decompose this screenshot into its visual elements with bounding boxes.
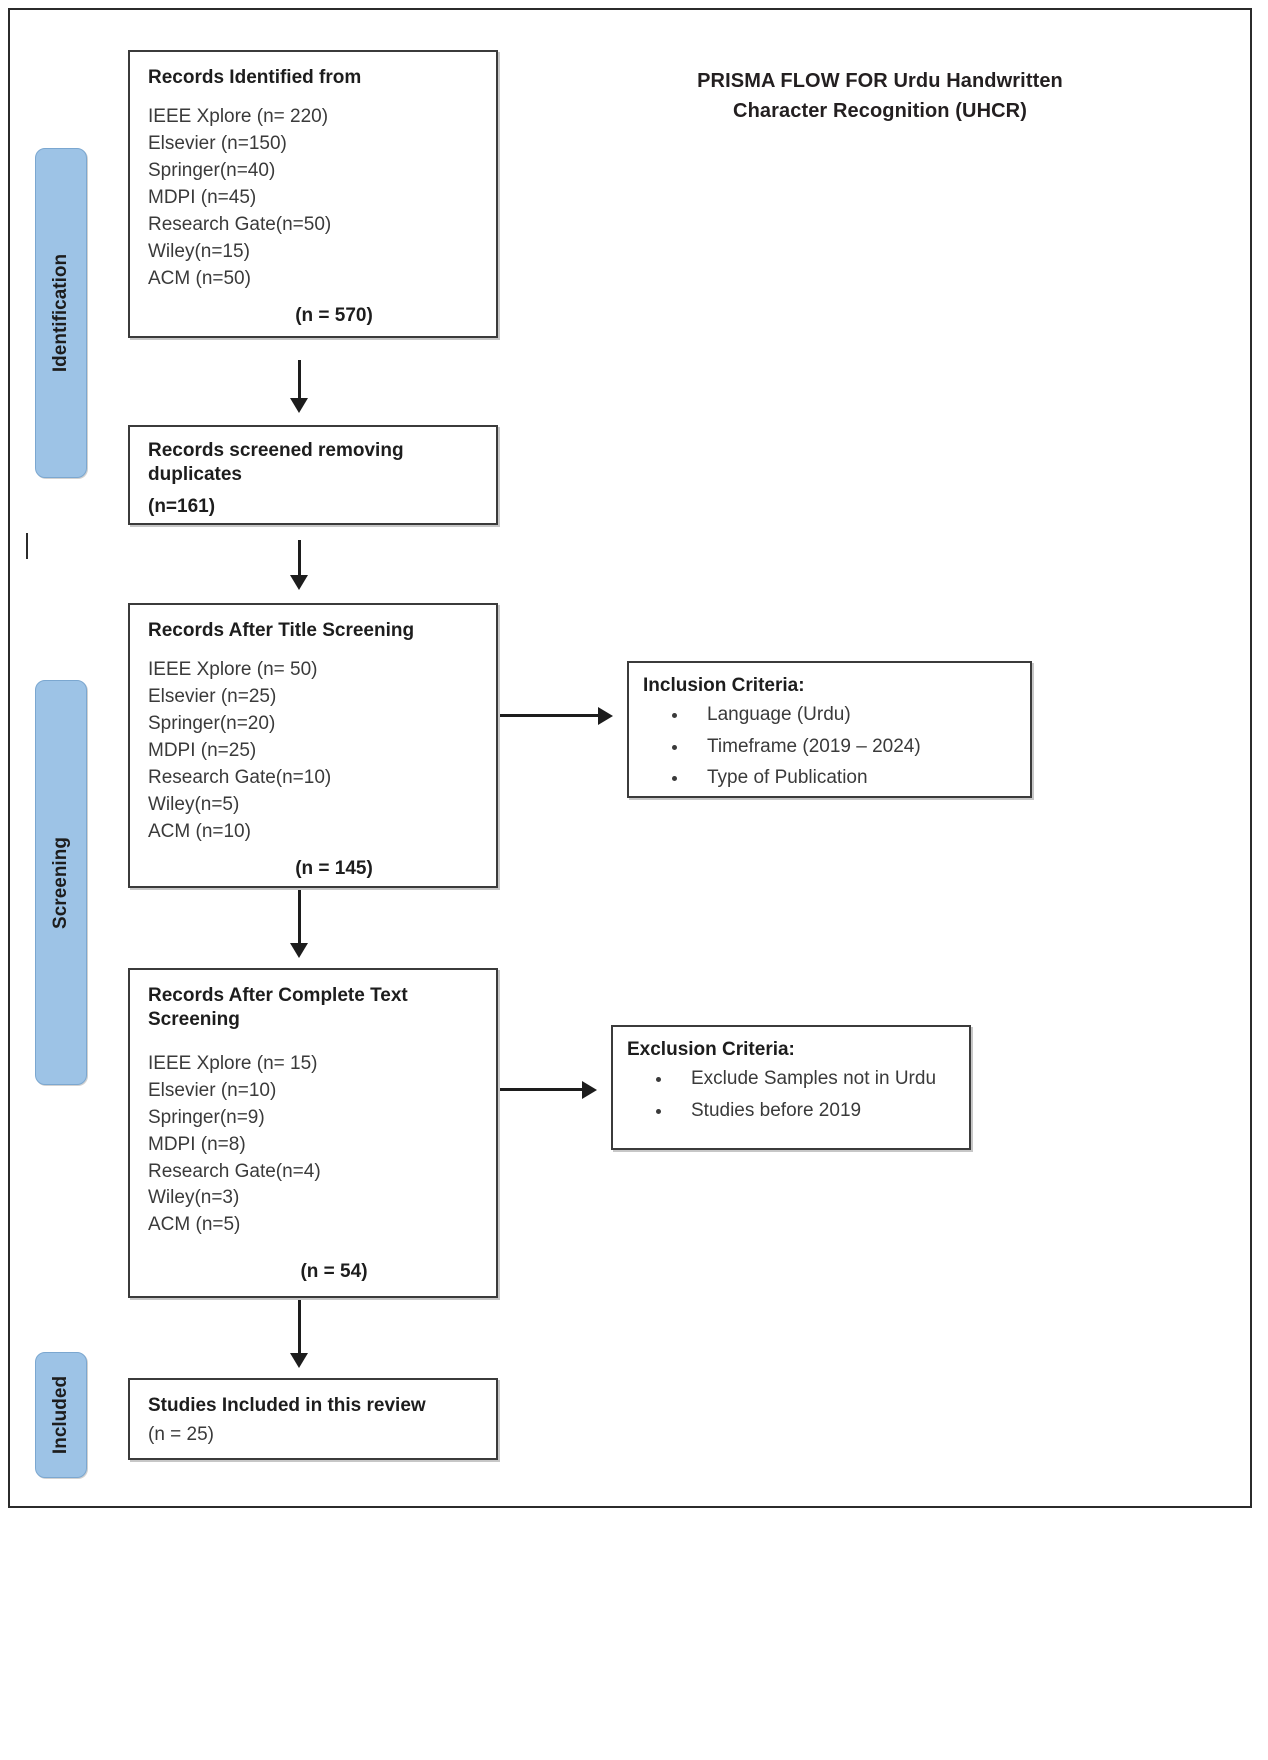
arrow-down-icon bbox=[290, 1353, 308, 1368]
connector-line-title-screening-to-inclusion bbox=[500, 714, 600, 717]
list-item: ACM (n=50) bbox=[148, 268, 251, 290]
page-border bbox=[8, 8, 1252, 1508]
list-item: Exclude Samples not in Urdu bbox=[673, 1065, 959, 1093]
duplicates-total: (n=161) bbox=[148, 495, 216, 517]
inclusion-criteria-list: Language (Urdu) Timeframe (2019 – 2024) … bbox=[643, 701, 1020, 792]
list-item: Type of Publication bbox=[689, 764, 1020, 792]
phase-tab-included: Included bbox=[35, 1352, 87, 1478]
connector-line-identification-to-duplicates bbox=[298, 360, 301, 402]
list-item: Elsevier (n=25) bbox=[148, 686, 277, 708]
box-records-after-fulltext-screening: Records After Complete Text Screening IE… bbox=[128, 968, 498, 1298]
box-records-identified: Records Identified from IEEE Xplore (n= … bbox=[128, 50, 498, 338]
list-item: Wiley(n=5) bbox=[148, 794, 240, 816]
exclusion-criteria-heading: Exclusion Criteria: bbox=[627, 1039, 795, 1060]
list-item: Elsevier (n=150) bbox=[148, 133, 287, 155]
arrow-down-icon bbox=[290, 943, 308, 958]
list-item: Research Gate(n=50) bbox=[148, 214, 332, 236]
list-item: Wiley(n=3) bbox=[148, 1187, 240, 1209]
arrow-down-icon bbox=[290, 575, 308, 590]
box-records-screened-duplicates: Records screened removing duplicates (n=… bbox=[128, 425, 498, 525]
exclusion-criteria-list: Exclude Samples not in Urdu Studies befo… bbox=[627, 1065, 959, 1124]
list-item: IEEE Xplore (n= 50) bbox=[148, 659, 318, 681]
list-item: Elsevier (n=10) bbox=[148, 1079, 277, 1101]
page-title-line-1: PRISMA FLOW FOR Urdu Handwritten bbox=[697, 70, 1063, 92]
page-title: PRISMA FLOW FOR Urdu Handwritten Charact… bbox=[600, 66, 1160, 126]
list-item: Springer(n=40) bbox=[148, 160, 276, 182]
list-item: MDPI (n=45) bbox=[148, 187, 257, 209]
stray-tick-mark bbox=[26, 533, 28, 559]
list-item: Research Gate(n=10) bbox=[148, 767, 332, 789]
connector-line-title-to-fulltext-screening bbox=[298, 890, 301, 948]
connector-line-fulltext-to-included bbox=[298, 1300, 301, 1360]
list-item: Springer(n=20) bbox=[148, 713, 276, 735]
list-item: IEEE Xplore (n= 15) bbox=[148, 1052, 318, 1074]
list-item: MDPI (n=25) bbox=[148, 740, 257, 762]
arrow-down-icon bbox=[290, 398, 308, 413]
list-item: ACM (n=10) bbox=[148, 821, 251, 843]
phase-tab-screening: Screening bbox=[35, 680, 87, 1085]
list-item: ACM (n=5) bbox=[148, 1214, 241, 1236]
box-included-heading: Studies Included in this review bbox=[148, 1395, 426, 1416]
box-inclusion-criteria: Inclusion Criteria: Language (Urdu) Time… bbox=[627, 661, 1032, 798]
title-screening-source-list: IEEE Xplore (n= 50) Elsevier (n=25) Spri… bbox=[148, 657, 480, 846]
box-records-after-title-screening: Records After Title Screening IEEE Xplor… bbox=[128, 603, 498, 888]
connector-line-fulltext-to-exclusion bbox=[500, 1088, 584, 1091]
arrow-right-icon bbox=[598, 707, 613, 725]
phase-tab-identification: Identification bbox=[35, 148, 87, 478]
title-screening-total: (n = 145) bbox=[295, 858, 373, 880]
box-fulltext-screening-heading: Records After Complete Text Screening bbox=[148, 985, 408, 1031]
identification-total: (n = 570) bbox=[295, 305, 373, 327]
box-duplicates-heading: Records screened removing duplicates bbox=[148, 440, 404, 486]
list-item: Language (Urdu) bbox=[689, 701, 1020, 729]
list-item: Timeframe (2019 – 2024) bbox=[689, 733, 1020, 761]
box-title-screening-heading: Records After Title Screening bbox=[148, 620, 415, 641]
list-item: Wiley(n=15) bbox=[148, 241, 250, 263]
fulltext-screening-total: (n = 54) bbox=[300, 1261, 368, 1283]
fulltext-screening-source-list: IEEE Xplore (n= 15) Elsevier (n=10) Spri… bbox=[148, 1051, 480, 1240]
identification-source-list: IEEE Xplore (n= 220) Elsevier (n=150) Sp… bbox=[148, 104, 480, 293]
page-title-line-2: Character Recognition (UHCR) bbox=[733, 100, 1027, 122]
connector-line-duplicates-to-title-screening bbox=[298, 540, 301, 580]
list-item: Studies before 2019 bbox=[673, 1097, 959, 1125]
phase-tab-included-label: Included bbox=[50, 1375, 71, 1455]
box-studies-included: Studies Included in this review (n = 25) bbox=[128, 1378, 498, 1460]
list-item: IEEE Xplore (n= 220) bbox=[148, 106, 329, 128]
inclusion-criteria-heading: Inclusion Criteria: bbox=[643, 675, 805, 696]
box-exclusion-criteria: Exclusion Criteria: Exclude Samples not … bbox=[611, 1025, 971, 1150]
phase-tab-screening-label: Screening bbox=[50, 836, 71, 929]
box-records-identified-heading: Records Identified from bbox=[148, 67, 362, 88]
list-item: Springer(n=9) bbox=[148, 1106, 265, 1128]
phase-tab-identification-label: Identification bbox=[50, 253, 71, 373]
included-total: (n = 25) bbox=[148, 1424, 215, 1446]
list-item: MDPI (n=8) bbox=[148, 1133, 246, 1155]
arrow-right-icon bbox=[582, 1081, 597, 1099]
list-item: Research Gate(n=4) bbox=[148, 1160, 321, 1182]
